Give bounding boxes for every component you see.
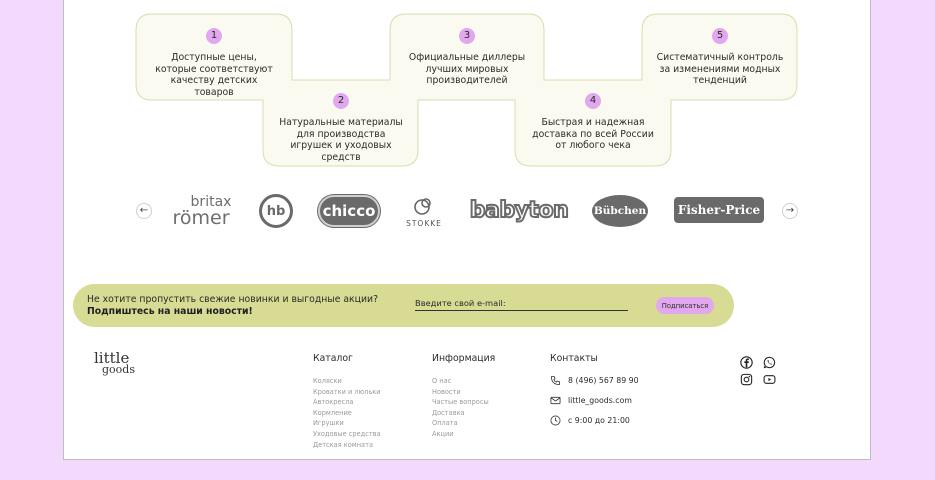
brand-text: Bübchen: [593, 205, 647, 217]
brand-logo-babyton[interactable]: babyton: [468, 193, 570, 227]
brand-logo-chicco[interactable]: chicco: [318, 195, 380, 227]
brand-text: römer: [172, 206, 230, 229]
catalog-link[interactable]: Кормление: [313, 408, 352, 417]
youtube-icon[interactable]: [763, 373, 776, 386]
contact-email[interactable]: little_goods.com: [550, 395, 632, 406]
email-input[interactable]: [415, 296, 628, 311]
mail-icon: [550, 396, 561, 405]
subscribe-banner: Не хотите пропустить свежие новинки и вы…: [73, 284, 734, 327]
brand-text: STOKKE: [406, 219, 442, 228]
brand-text: Fisher-Price: [677, 203, 761, 217]
advantage-number: 2: [333, 93, 349, 109]
phone-number: 8 (496) 567 89 90: [568, 376, 639, 385]
stokke-mark-icon: [414, 198, 431, 215]
catalog-link[interactable]: Уходовые средства: [313, 429, 381, 438]
catalog-link[interactable]: Кроватки и люльки: [313, 387, 381, 396]
advantage-item-1: 1 Доступные цены, которые соответствуют …: [150, 28, 278, 98]
contacts-heading: Контакты: [550, 353, 598, 364]
working-hours: с 9:00 до 21:00: [568, 416, 630, 425]
catalog-link[interactable]: Игрушки: [313, 419, 344, 428]
arrow-right-icon: →: [785, 205, 795, 216]
brand-logo-britax-romer[interactable]: britax römer: [166, 192, 236, 230]
contact-phone[interactable]: 8 (496) 567 89 90: [550, 375, 639, 386]
advantage-item-5: 5 Систематичный контроль за изменениями …: [656, 28, 784, 87]
brand-logo-fisher-price[interactable]: Fisher-Price: [674, 197, 764, 223]
advantage-text: Быстрая и надежная доставка по всей Росс…: [532, 117, 654, 151]
clock-icon: [550, 415, 561, 426]
brand-text: chicco: [322, 202, 376, 220]
advantage-text: Систематичный контроль за изменениями мо…: [656, 52, 784, 86]
catalog-list: Коляски Кроватки и люльки Автокресла Кор…: [313, 376, 381, 450]
brand-logo-hb[interactable]: hb: [259, 194, 293, 228]
catalog-heading: Каталог: [313, 353, 353, 364]
email-address: little_goods.com: [568, 396, 632, 405]
info-link[interactable]: Доставка: [432, 408, 465, 417]
advantage-item-3: 3 Официальные диллеры лучших мировых про…: [408, 28, 526, 87]
advantage-number: 3: [459, 28, 475, 44]
advantages-background: [135, 13, 798, 167]
brand-logo-stokke[interactable]: STOKKE: [402, 192, 446, 232]
info-link[interactable]: Акции: [432, 429, 454, 438]
phone-icon: [550, 375, 561, 386]
advantage-item-2: 2 Натуральные материалы для производства…: [278, 93, 404, 163]
catalog-link[interactable]: Коляски: [313, 377, 342, 385]
brand-text: hb: [266, 203, 286, 219]
info-link[interactable]: Новости: [432, 387, 461, 396]
advantage-number: 1: [206, 28, 222, 44]
carousel-next-button[interactable]: →: [782, 203, 798, 219]
subscribe-text: Не хотите пропустить свежие новинки и вы…: [87, 294, 379, 305]
instagram-icon[interactable]: [740, 373, 753, 386]
facebook-icon[interactable]: [740, 356, 753, 369]
advantage-number: 4: [585, 93, 601, 109]
advantage-text: Официальные диллеры лучших мировых произ…: [408, 52, 526, 86]
logo-text-top: little: [94, 349, 130, 367]
logo-text-bottom: goods: [102, 363, 135, 376]
advantage-item-4: 4 Быстрая и надежная доставка по всей Ро…: [531, 93, 655, 152]
info-link[interactable]: Частые вопросы: [432, 398, 489, 407]
advantage-number: 5: [712, 28, 728, 44]
info-list: О нас Новости Частые вопросы Доставка Оп…: [432, 376, 489, 440]
advantage-text: Натуральные материалы для производства и…: [279, 117, 403, 163]
catalog-link[interactable]: Детская комната: [313, 440, 373, 449]
carousel-prev-button[interactable]: ←: [136, 203, 152, 219]
advantage-text: Доступные цены, которые соответствуют ка…: [155, 52, 273, 98]
contact-hours: с 9:00 до 21:00: [550, 415, 630, 426]
brand-logo-bubchen[interactable]: Bübchen: [592, 195, 648, 227]
footer-logo[interactable]: little goods: [94, 349, 135, 376]
info-link[interactable]: Оплата: [432, 419, 458, 428]
catalog-link[interactable]: Автокресла: [313, 398, 354, 407]
arrow-left-icon: ←: [139, 205, 149, 216]
whatsapp-icon[interactable]: [763, 356, 776, 369]
brand-text: babyton: [469, 197, 570, 224]
info-link[interactable]: О нас: [432, 377, 452, 385]
subscribe-cta-text: Подпиштесь на наши новости!: [87, 306, 253, 317]
subscribe-button[interactable]: Подписаться: [656, 297, 714, 314]
info-heading: Информация: [432, 353, 496, 364]
brand-text: britax: [190, 193, 232, 210]
